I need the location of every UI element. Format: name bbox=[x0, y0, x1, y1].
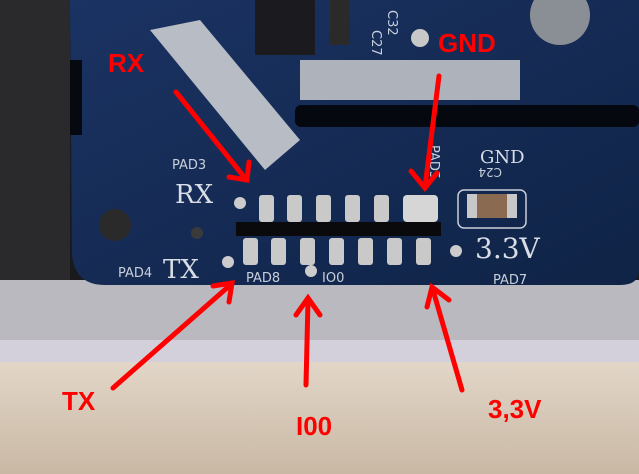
arrow-3v3 bbox=[430, 287, 465, 393]
silk-gnd: GND bbox=[480, 147, 525, 168]
arrow-gnd bbox=[422, 73, 442, 190]
mounting-hole bbox=[99, 209, 131, 241]
silk-pad8: PAD8 bbox=[246, 271, 280, 286]
silk-3v3: 3.3V bbox=[475, 232, 541, 265]
screw bbox=[530, 0, 590, 45]
silk-c27: C27 bbox=[368, 30, 383, 56]
label-rx: RX bbox=[108, 48, 145, 78]
board-slot bbox=[295, 105, 639, 127]
wooden-surface bbox=[0, 362, 639, 474]
silk-rx: RX bbox=[175, 180, 214, 210]
silk-io0: IO0 bbox=[322, 271, 344, 286]
tape-strip bbox=[150, 20, 300, 170]
arrow-io0 bbox=[303, 297, 311, 388]
top-pads bbox=[259, 195, 438, 222]
chip-body bbox=[236, 222, 441, 236]
label-gnd: GND bbox=[438, 28, 496, 58]
silk-pad7: PAD7 bbox=[493, 273, 527, 288]
silk-c32: C32 bbox=[384, 10, 399, 36]
label-3v3: 3,3V bbox=[488, 394, 542, 424]
silk-c24: C24 bbox=[478, 165, 502, 179]
label-tx: TX bbox=[62, 386, 96, 416]
arrow-tx bbox=[110, 284, 231, 391]
silk-pad4: PAD4 bbox=[118, 266, 152, 281]
silk-tx: TX bbox=[163, 255, 199, 285]
bottom-pads bbox=[243, 238, 431, 265]
silk-pad3: PAD3 bbox=[172, 158, 206, 173]
annotation-arrows bbox=[110, 73, 465, 393]
label-io0: I00 bbox=[296, 411, 332, 441]
arrow-rx bbox=[173, 89, 248, 181]
